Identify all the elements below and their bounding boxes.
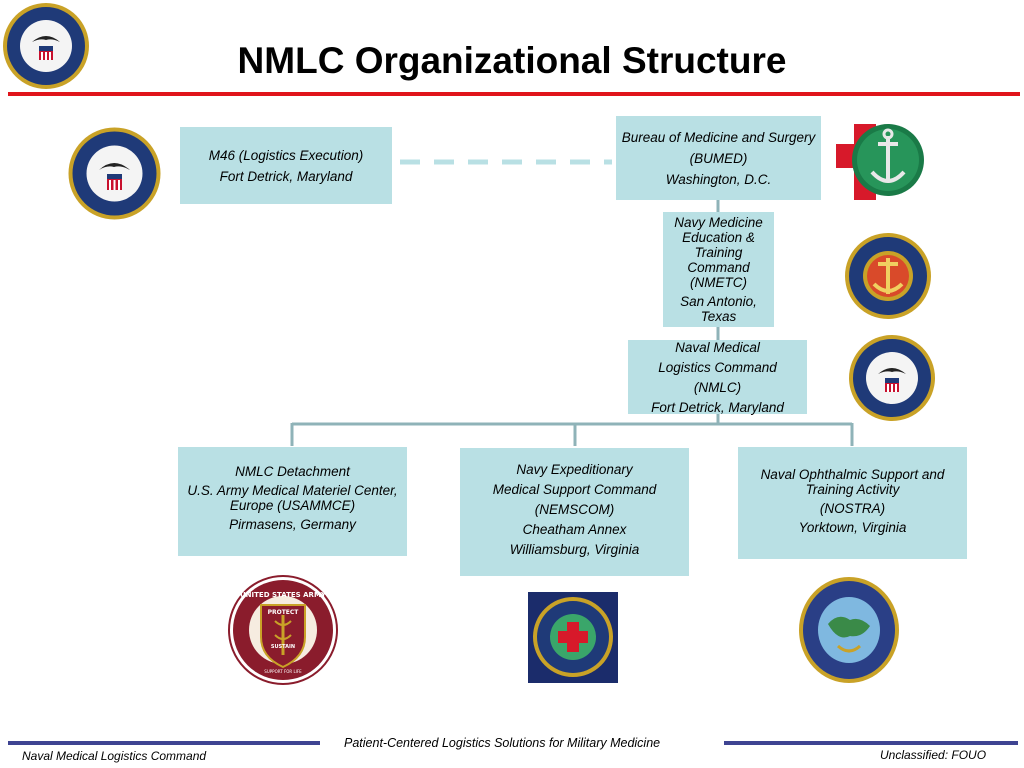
box-line: Fort Detrick, Maryland	[651, 400, 784, 415]
army-seal-top-text: UNITED STATES ARMY	[240, 591, 327, 599]
navy-seal-top-icon	[2, 2, 90, 90]
title-divider	[8, 92, 1020, 96]
nemscom-seal-icon	[528, 592, 618, 683]
footer-tagline: Patient-Centered Logistics Solutions for…	[344, 736, 661, 750]
box-line: NMLC Detachment	[235, 464, 350, 479]
army-seal-shield-bottom-text: SUSTAIN	[271, 644, 295, 650]
footer-rule-left	[8, 741, 320, 745]
org-box-nostra: Naval Ophthalmic Support and Training Ac…	[738, 447, 967, 559]
box-line: Medical Support Command	[492, 482, 657, 497]
army-seal-shield-top-text: PROTECT	[268, 609, 300, 616]
box-line: Navy Expeditionary	[516, 462, 633, 477]
org-box-usammce: NMLC Detachment U.S. Army Medical Materi…	[178, 447, 407, 556]
box-line: Naval Ophthalmic Support and Training Ac…	[760, 467, 945, 497]
box-line: San Antonio, Texas	[680, 294, 757, 324]
footer-classification: Unclassified: FOUO	[880, 748, 987, 762]
org-box-bumed: Bureau of Medicine and Surgery (BUMED) W…	[616, 116, 821, 200]
box-line: Bureau of Medicine and Surgery	[621, 130, 816, 145]
bumed-anchor-cross-icon	[836, 120, 926, 204]
usammce-army-seal-icon: UNITED STATES ARMY PROTECT SUSTAIN SUPPO…	[228, 575, 338, 685]
navy-logistics-seal-icon	[67, 126, 162, 221]
box-line: Pirmasens, Germany	[229, 517, 356, 532]
army-seal-banner-text: SUPPORT FOR LIFE	[264, 669, 302, 674]
org-box-nmlc: Naval Medical Logistics Command (NMLC) F…	[628, 340, 807, 415]
org-box-m46: M46 (Logistics Execution) Fort Detrick, …	[180, 127, 392, 204]
footer-rule-right	[724, 741, 1018, 745]
box-line: Cheatham Annex	[522, 522, 627, 537]
box-line: Naval Medical	[675, 340, 760, 355]
box-line: Williamsburg, Virginia	[509, 542, 640, 557]
box-line: Navy Medicine Education & Training Comma…	[674, 215, 763, 290]
box-line: (NEMSCOM)	[534, 502, 615, 517]
nmlc-seal-icon	[848, 334, 936, 422]
box-line: Fort Detrick, Maryland	[219, 169, 353, 184]
box-line: Logistics Command	[658, 360, 777, 375]
org-box-nemscom: Navy Expeditionary Medical Support Comma…	[460, 448, 689, 576]
box-line: (BUMED)	[689, 151, 748, 166]
box-line: (NMLC)	[693, 380, 742, 395]
box-line: M46 (Logistics Execution)	[208, 148, 364, 163]
box-line: Washington, D.C.	[665, 172, 772, 187]
org-box-nmetc: Navy Medicine Education & Training Comma…	[663, 212, 774, 327]
page-title: NMLC Organizational Structure	[237, 40, 787, 81]
footer-org-name: Naval Medical Logistics Command	[22, 749, 207, 763]
box-line: U.S. Army Medical Materiel Center, Europ…	[187, 483, 398, 513]
nostra-seal-icon	[798, 576, 900, 684]
nmetc-seal-icon	[844, 232, 932, 320]
box-line: Yorktown, Virginia	[798, 520, 907, 535]
box-line: (NOSTRA)	[819, 501, 886, 516]
